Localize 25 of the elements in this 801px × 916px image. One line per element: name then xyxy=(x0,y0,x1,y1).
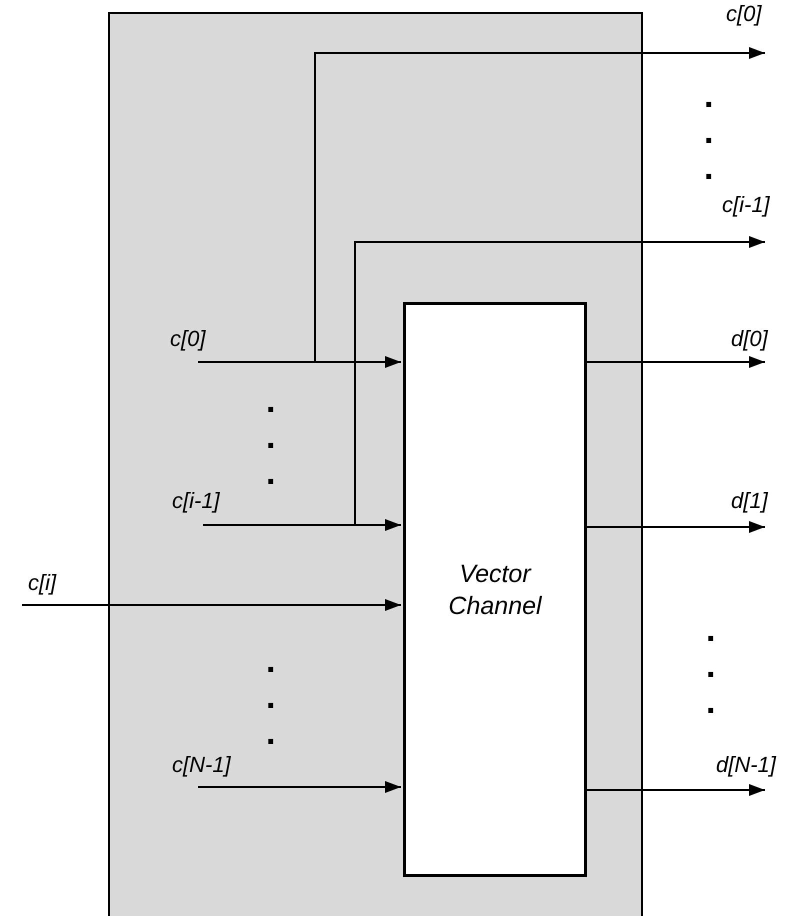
arrow xyxy=(203,519,401,531)
arrow xyxy=(314,47,765,362)
ellipsis-mark: . . . xyxy=(704,78,714,186)
edge-label: d[1] xyxy=(731,488,768,514)
panel-background xyxy=(108,12,643,916)
ellipsis-mark: . . . xyxy=(266,643,276,751)
edge-label: c[i-1] xyxy=(172,488,220,514)
arrow xyxy=(585,521,765,533)
signal-label: c[i-1] xyxy=(722,192,771,218)
box-label: Vector Channel xyxy=(447,558,543,622)
arrow xyxy=(585,784,765,796)
arrow xyxy=(198,356,401,368)
arrow xyxy=(585,356,765,368)
edge-label: c[0] xyxy=(170,326,206,352)
edge-label: d[0] xyxy=(731,326,768,352)
arrow xyxy=(22,599,401,611)
ellipsis-mark: . . . xyxy=(706,612,716,720)
edge-label: c[N-1] xyxy=(172,752,231,778)
edge-label: c[i] xyxy=(28,570,56,596)
arrow xyxy=(354,236,765,525)
arrow xyxy=(198,781,401,793)
process-box xyxy=(403,302,587,877)
edge-label: d[N-1] xyxy=(716,752,776,778)
ellipsis-mark: . . . xyxy=(266,383,276,491)
signal-label: c[0] xyxy=(726,1,763,27)
